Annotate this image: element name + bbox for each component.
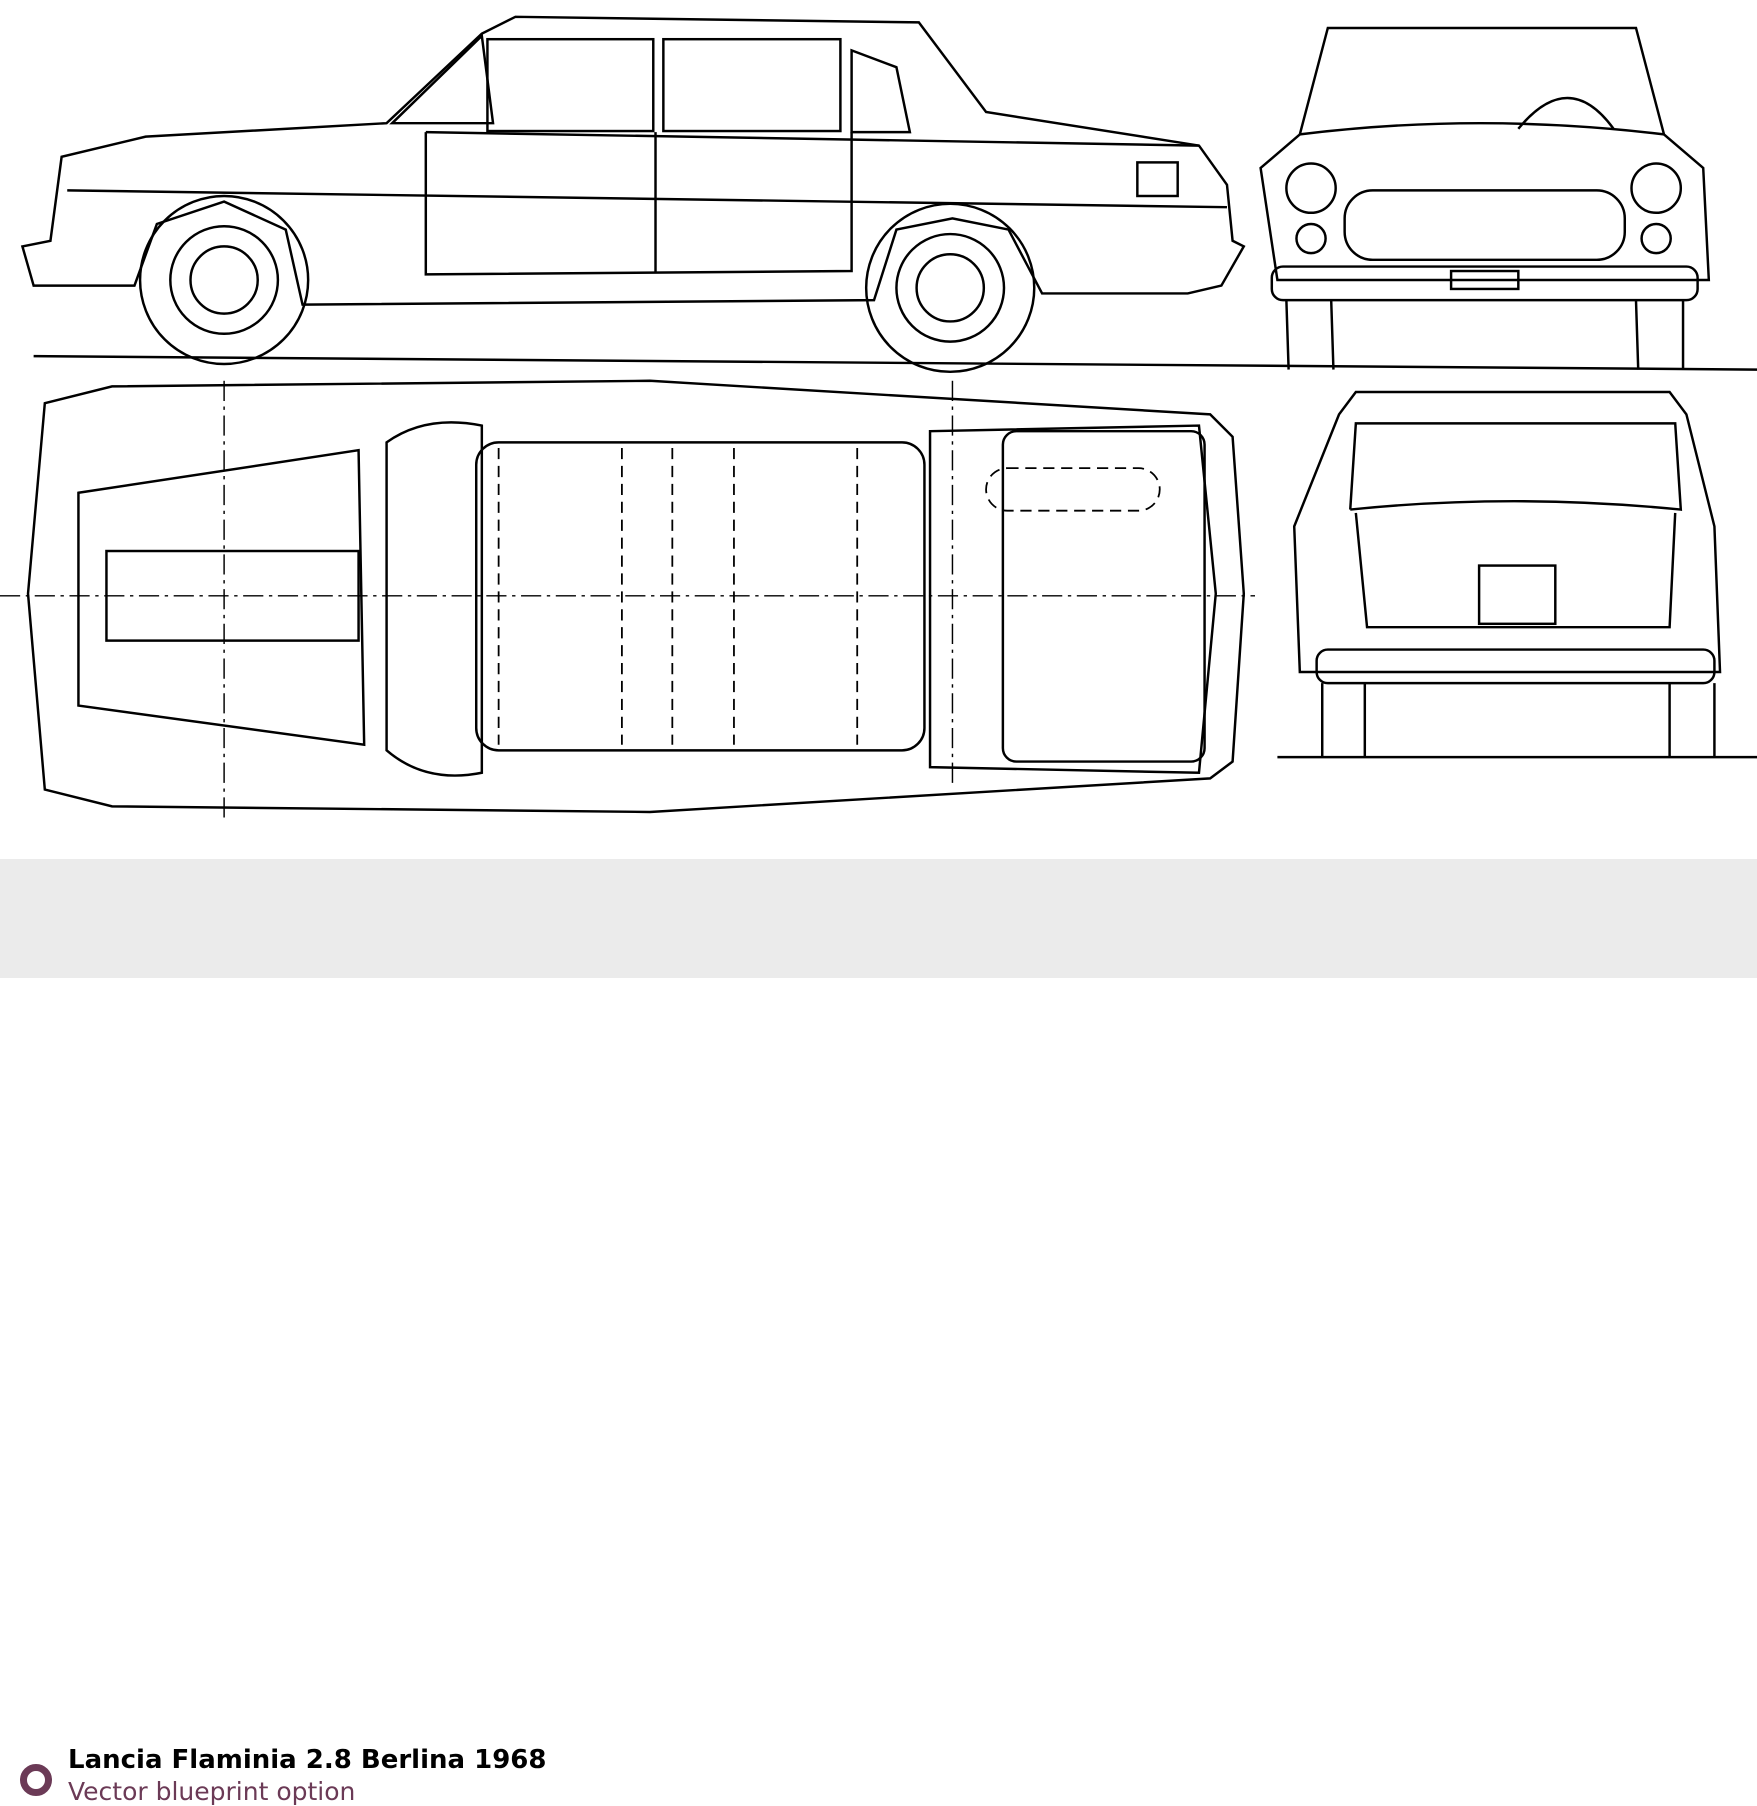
car-blueprint-drawing — [0, 0, 1757, 859]
side-view — [20, 15, 1757, 374]
rear-view — [1277, 390, 1757, 759]
blueprint-title: Lancia Flaminia 2.8 Berlina 1968 — [68, 1745, 547, 1775]
caption-bar: Lancia Flaminia 2.8 Berlina 1968 Vector … — [0, 859, 1757, 1806]
blueprint-subtitle-link[interactable]: Vector blueprint option — [68, 1777, 356, 1806]
front-view — [1259, 26, 1711, 370]
ring-icon — [20, 1764, 52, 1796]
top-view — [0, 379, 1255, 824]
